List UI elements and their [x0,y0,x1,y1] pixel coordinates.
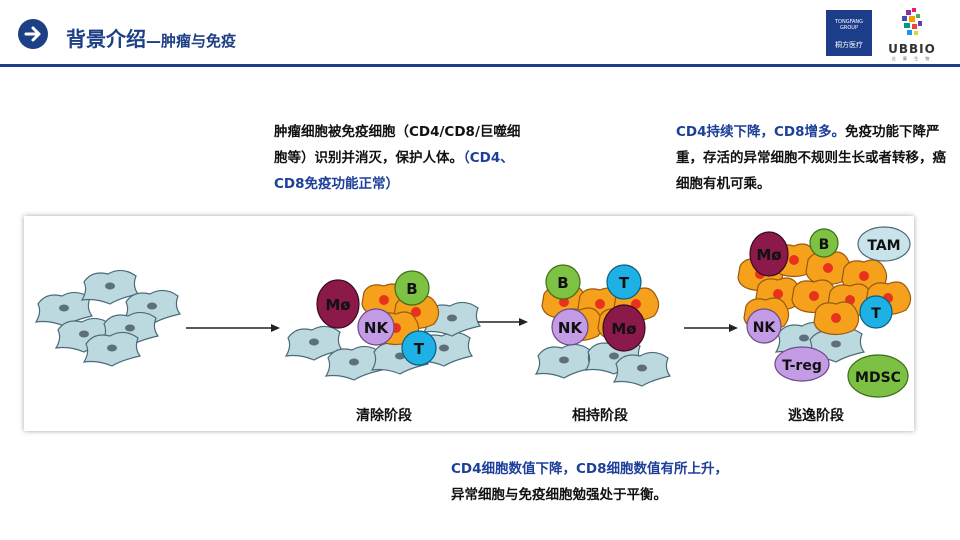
macrophage-label: Mø [611,320,636,338]
stage-label-escape: 逃逸阶段 [788,407,844,424]
ubbio-logo-name: UBBIO [888,42,936,56]
slide-title: 背景介绍—肿瘤与免疫 [66,23,236,52]
equilibrium-highlight: CD4细胞数值下降，CD8细胞数值有所上升， [451,461,729,477]
b-cell-label: B [819,237,830,253]
nk-cell [551,308,589,346]
nk-label: NK [364,319,390,337]
arrow-icon [476,318,528,326]
macrophage-label: Mø [325,296,350,314]
macrophage-cell [316,279,360,329]
nk-cell [746,308,782,344]
b-cell [809,228,839,258]
b-cell [545,264,581,300]
nk-cell [357,308,395,346]
escape-highlight: CD4持续下降，CD8增多。 [676,124,846,140]
macrophage-cell [749,231,789,277]
ubbio-logo: UBBIO 达 摩 生 物 [882,6,942,61]
slide-header: 背景介绍—肿瘤与免疫 TONGFANG GROUP 桐方医疗 UBBIO 达 摩… [0,0,960,67]
escape-text: 免疫功能下降严重，存活的异常细胞不规则生长或者转移，癌细胞有机可乘。 [676,124,946,192]
nk-label: NK [753,320,777,336]
arrow-icon [186,324,280,332]
t-cell [401,330,437,366]
mdsc-label: MDSC [855,370,901,386]
escape-stage-group: Mø B TAM NK T T-reg MDSC 逃逸阶段 [737,226,912,424]
t-cell-label: T [619,274,630,292]
b-cell-label: B [406,280,417,298]
mdsc-cell [847,354,909,398]
t-cell-label: T [414,340,425,358]
b-cell-label: B [557,274,568,292]
immunoediting-svg: Mø B NK T 清除阶段 B [35,226,912,424]
tongfang-logo: TONGFANG GROUP 桐方医疗 [826,10,872,56]
immunoediting-diagram: Mø B NK T 清除阶段 B [24,216,914,431]
normal-tissue-group [35,269,181,367]
arrow-right-icon [18,19,48,49]
clearance-note: （CD4、CD8免疫功能正常） [274,150,514,192]
macrophage-label: Mø [756,246,781,264]
ubbio-logo-mark [902,8,922,35]
clearance-text: 肿瘤细胞被免疫细胞（CD4/CD8/巨噬细胞等）识别并消灭，保护人体。 [274,124,521,166]
clearance-description: 肿瘤细胞被免疫细胞（CD4/CD8/巨噬细胞等）识别并消灭，保护人体。（CD4、… [274,119,530,197]
ubbio-logo-sub: 达 摩 生 物 [891,56,933,61]
tongfang-logo-line1: TONGFANG GROUP [834,19,864,31]
t-cell [859,295,893,329]
title-main: 背景介绍 [66,27,146,51]
stage-label-elimination: 清除阶段 [356,407,412,424]
tam-cell [857,226,911,262]
t-cell-label: T [871,306,881,322]
arrow-icon [684,324,738,332]
equilibrium-stage-group: B T NK Mø 相持阶段 [535,264,671,424]
t-cell [606,264,642,300]
stage-label-equilibrium: 相持阶段 [572,407,628,424]
header-divider [0,64,960,67]
treg-label: T-reg [782,358,822,374]
elimination-stage-group: Mø B NK T 清除阶段 [285,270,481,424]
equilibrium-description: CD4细胞数值下降，CD8细胞数值有所上升， 异常细胞与免疫细胞勉强处于平衡。 [451,456,811,508]
tam-label: TAM [867,238,900,254]
macrophage-cell [602,304,646,352]
escape-description: CD4持续下降，CD8增多。免疫功能下降严重，存活的异常细胞不规则生长或者转移，… [676,119,946,197]
nk-label: NK [558,319,584,337]
equilibrium-text: 异常细胞与免疫细胞勉强处于平衡。 [451,487,667,503]
treg-cell [774,346,830,382]
b-cell [394,270,430,306]
title-sub: —肿瘤与免疫 [146,32,237,50]
tongfang-logo-line2: 桐方医疗 [835,41,863,49]
